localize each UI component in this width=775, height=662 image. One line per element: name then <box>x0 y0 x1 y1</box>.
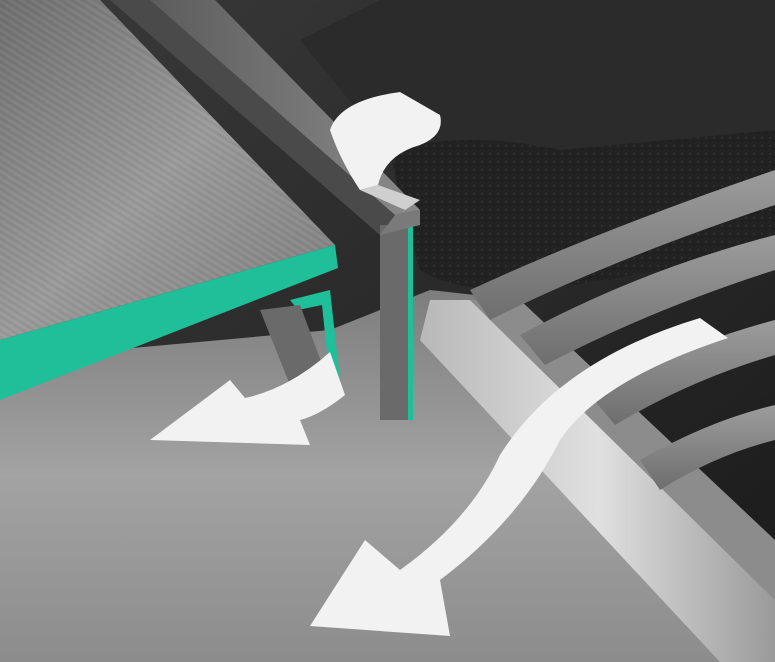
frame-accent-edge <box>408 225 413 420</box>
